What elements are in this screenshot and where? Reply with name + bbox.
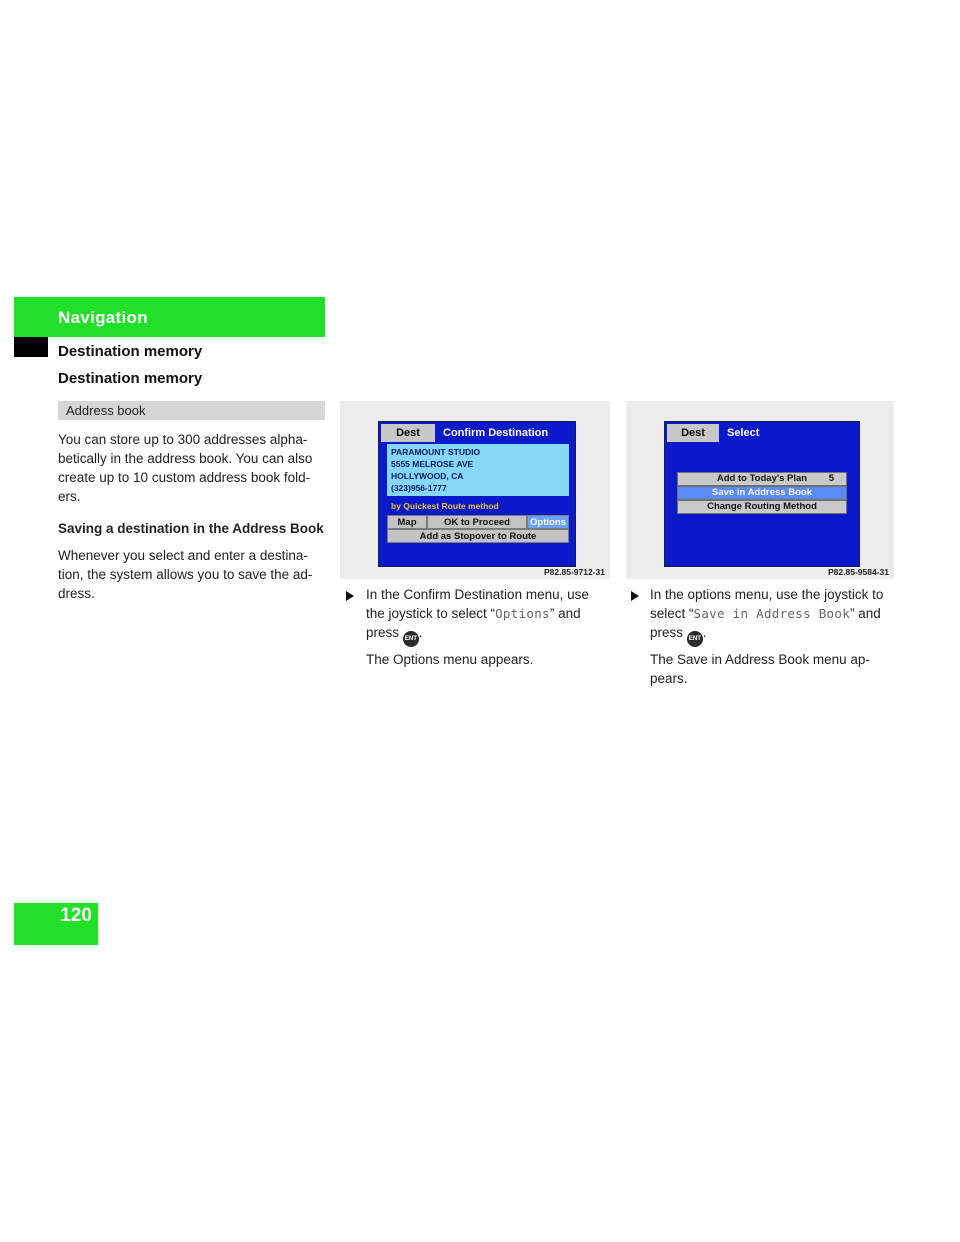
- bullet-arrow-icon: [631, 591, 639, 601]
- menu-item-badge: 5: [828, 473, 834, 484]
- address-book-label: Address book: [66, 403, 146, 418]
- confirm-destination-title: Confirm Destination: [443, 427, 549, 439]
- address-line: 5555 MELROSE AVE: [391, 459, 474, 469]
- ent-button-icon: ENT: [686, 631, 703, 647]
- step-1-result: The Options menu appears.: [366, 652, 534, 667]
- saving-paragraph: Whenever you select and enter a destina-…: [58, 548, 313, 601]
- image-code: P82.85-9712-31: [544, 567, 605, 577]
- section-marker: [14, 337, 48, 357]
- step-text: .: [418, 625, 423, 640]
- step-text: In the options menu, use the joystick to…: [650, 587, 884, 621]
- page-subheading: Destination memory: [58, 343, 203, 360]
- step-code: Save in Address Book: [693, 606, 851, 621]
- page-number-box: [14, 903, 98, 945]
- dest-tab: Dest: [381, 424, 435, 442]
- ent-button-icon: ENT: [402, 631, 419, 647]
- step-text: ” and press: [366, 606, 581, 640]
- section-header-bar: [14, 297, 325, 337]
- menu-item-change-routing-method: Change Routing Method: [677, 500, 847, 514]
- step-text: In the Confirm Destination menu, use the…: [366, 587, 589, 621]
- step-text: .: [702, 625, 707, 640]
- ok-to-proceed-button: OK to Proceed: [427, 515, 527, 529]
- step-code: Options: [495, 606, 550, 621]
- step-1-instruction: In the Confirm Destination menu, use the…: [366, 585, 610, 647]
- options-button: Options: [527, 515, 569, 529]
- select-title: Select: [727, 427, 760, 439]
- map-button: Map: [387, 515, 427, 529]
- page-number: 120: [60, 905, 92, 926]
- nav-display: Dest Confirm Destination PARAMOUNT STUDI…: [378, 421, 576, 567]
- address-box: PARAMOUNT STUDIO 5555 MELROSE AVE HOLLYW…: [387, 444, 569, 496]
- address-line: PARAMOUNT STUDIO: [391, 447, 481, 457]
- menu-item-add-to-todays-plan: Add to Today's Plan 5: [677, 472, 847, 486]
- address-line: HOLLYWOOD, CA: [391, 471, 464, 481]
- add-stopover-button: Add as Stopover to Route: [387, 529, 569, 543]
- dest-tab: Dest: [667, 424, 719, 442]
- image-code: P82.85-9584-31: [828, 567, 889, 577]
- address-line: (323)956-1777: [391, 483, 447, 493]
- menu-item-save-in-address-book: Save in Address Book: [677, 486, 847, 500]
- route-method: by Quickest Route method: [391, 501, 499, 511]
- intro-paragraph: You can store up to 300 addresses alpha-…: [58, 432, 313, 504]
- menu-item-label: Add to Today's Plan: [716, 473, 808, 484]
- address-book-label-bar: Address book: [58, 401, 325, 420]
- section-title: Navigation: [58, 308, 148, 327]
- step-2-instruction: In the options menu, use the joystick to…: [650, 585, 896, 647]
- nav-display: Dest Select Add to Today's Plan 5 Save i…: [664, 421, 860, 567]
- saving-subtitle: Saving a destination in the Address Book: [58, 521, 324, 536]
- screenshot-confirm-destination: Dest Confirm Destination PARAMOUNT STUDI…: [340, 401, 610, 579]
- screenshot-select-menu: Dest Select Add to Today's Plan 5 Save i…: [626, 401, 894, 579]
- step-2-result: The Save in Address Book menu ap-pears.: [650, 652, 870, 686]
- page-heading: Destination memory: [58, 370, 203, 387]
- step-text: ” and press: [650, 606, 881, 640]
- bullet-arrow-icon: [346, 591, 354, 601]
